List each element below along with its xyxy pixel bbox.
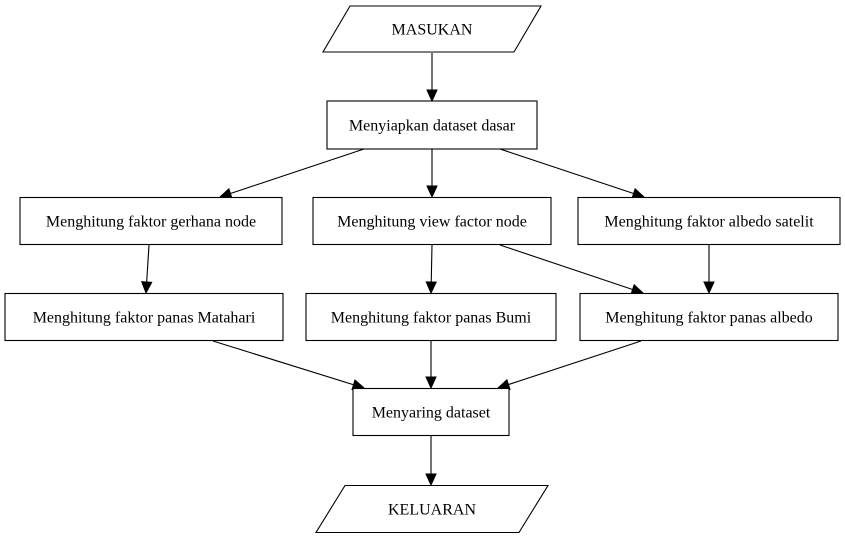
arrowhead-icon [703,281,715,295]
edge-prepare-to-albedosat [499,148,646,199]
edge-input-to-prepare [426,53,438,103]
node-viewfactor: Menghitung view factor node [312,196,552,246]
arrowhead-icon [631,187,646,199]
node-input: MASUKAN [322,5,542,53]
edge-viewfactor-to-albedoheat [499,244,645,295]
edge-filter-to-output [425,436,437,487]
node-earth: Menghitung faktor panas Bumi [305,292,557,342]
edge-prepare-to-viewfactor [426,149,438,199]
node-label: Menghitung faktor albedo satelit [604,214,814,231]
node-label: Menghitung view factor node [337,214,527,231]
node-label: KELUARAN [388,502,476,519]
node-shape-rect [19,196,283,246]
node-label: MASUKAN [392,22,473,39]
node-shape-rect [4,292,284,342]
arrowhead-icon [425,281,438,295]
edge-line [508,340,642,386]
node-shape-parallelogram [315,484,549,534]
edge-albedoheat-to-filter [496,340,642,390]
nodes-layer: MASUKAN Menyiapkan dataset dasarMenghitun… [4,5,841,534]
node-albedoheat: Menghitung faktor panas albedo [579,292,839,342]
edge-line [146,244,150,283]
arrowhead-icon [426,185,438,199]
arrowhead-icon [496,378,511,390]
arrowhead-icon [426,89,438,103]
arrowhead-icon [425,473,437,487]
edge-line [212,340,354,386]
node-shape-rect [577,196,841,246]
edge-earth-to-filter [425,341,437,390]
edge-line [230,148,365,195]
edges-layer [140,53,715,487]
arrowhead-icon [425,376,437,390]
node-label: Menghitung faktor panas Matahari [33,310,256,327]
edge-eclipse-to-solar [140,244,153,295]
node-label: Menghitung faktor gerhana node [46,214,256,231]
node-label: Menyaring dataset [372,405,491,422]
node-eclipse: Menghitung faktor gerhana node [19,196,283,246]
node-label: Menyiapkan dataset dasar [349,118,516,135]
node-shape-parallelogram [322,5,542,53]
node-prepare: Menyiapkan dataset dasar [326,100,538,150]
edge-viewfactor-to-earth [425,244,438,295]
node-label: Menghitung faktor panas albedo [605,310,813,327]
edge-albedosat-to-albedoheat [703,245,715,295]
node-label: Menghitung faktor panas Bumi [331,310,532,327]
edge-line [430,244,433,283]
arrowhead-icon [218,187,233,199]
edge-solar-to-filter [212,340,366,391]
node-shape-rect [579,292,839,342]
node-solar: Menghitung faktor panas Matahari [4,292,284,342]
node-shape-rect [305,292,557,342]
node-output: KELUARAN [315,484,549,534]
node-filter: Menyaring dataset [352,387,510,437]
edge-line [499,148,634,195]
node-shape-rect [312,196,552,246]
node-shape-rect [326,100,538,150]
node-shape-rect [352,387,510,437]
node-albedosat: Menghitung faktor albedo satelit [577,196,841,246]
edge-line [499,244,633,291]
arrowhead-icon [630,283,645,295]
arrowhead-icon [140,281,153,295]
edge-prepare-to-eclipse [218,148,365,199]
